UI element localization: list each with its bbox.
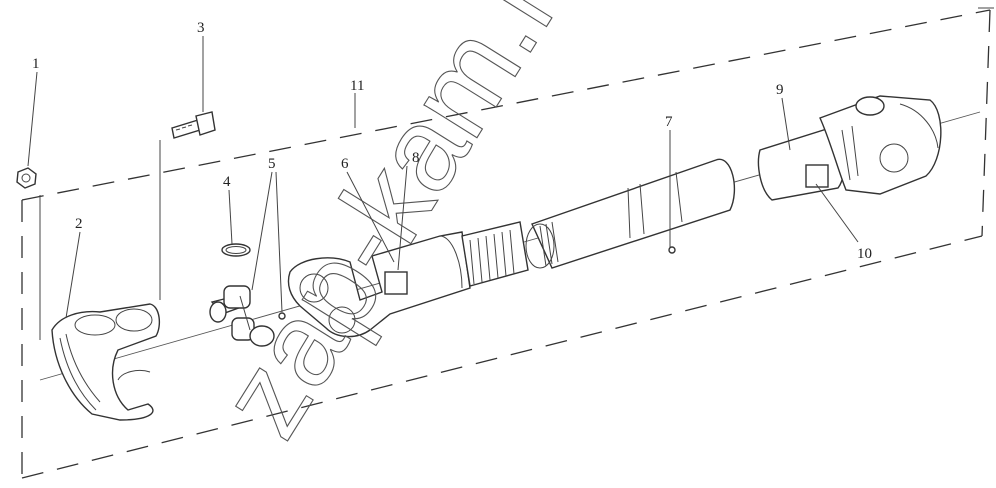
callout-labels: 1 2 3 4 5 6 7 8 9 10 11 xyxy=(32,20,872,262)
tube-yoke-part xyxy=(757,95,942,201)
shaft-tube-part xyxy=(525,130,736,269)
nut-part xyxy=(16,167,37,189)
snap-ring-part xyxy=(221,243,251,257)
callout-2: 2 xyxy=(75,216,83,232)
callout-7: 7 xyxy=(665,114,673,130)
assembly-frame xyxy=(21,7,994,479)
slip-yoke-part xyxy=(287,221,529,338)
flange-yoke-part xyxy=(39,195,161,421)
callout-3: 3 xyxy=(197,20,205,36)
callout-4: 4 xyxy=(223,174,231,190)
leader-lines xyxy=(27,36,859,319)
callout-11: 11 xyxy=(350,78,364,94)
callout-10: 10 xyxy=(857,246,872,262)
callout-1: 1 xyxy=(32,56,40,72)
callout-6: 6 xyxy=(341,156,349,172)
universal-joint-cross-part xyxy=(209,285,286,347)
callout-9: 9 xyxy=(776,82,784,98)
callout-5: 5 xyxy=(268,156,276,172)
callout-8: 8 xyxy=(412,150,420,166)
bolt-part xyxy=(159,111,216,300)
